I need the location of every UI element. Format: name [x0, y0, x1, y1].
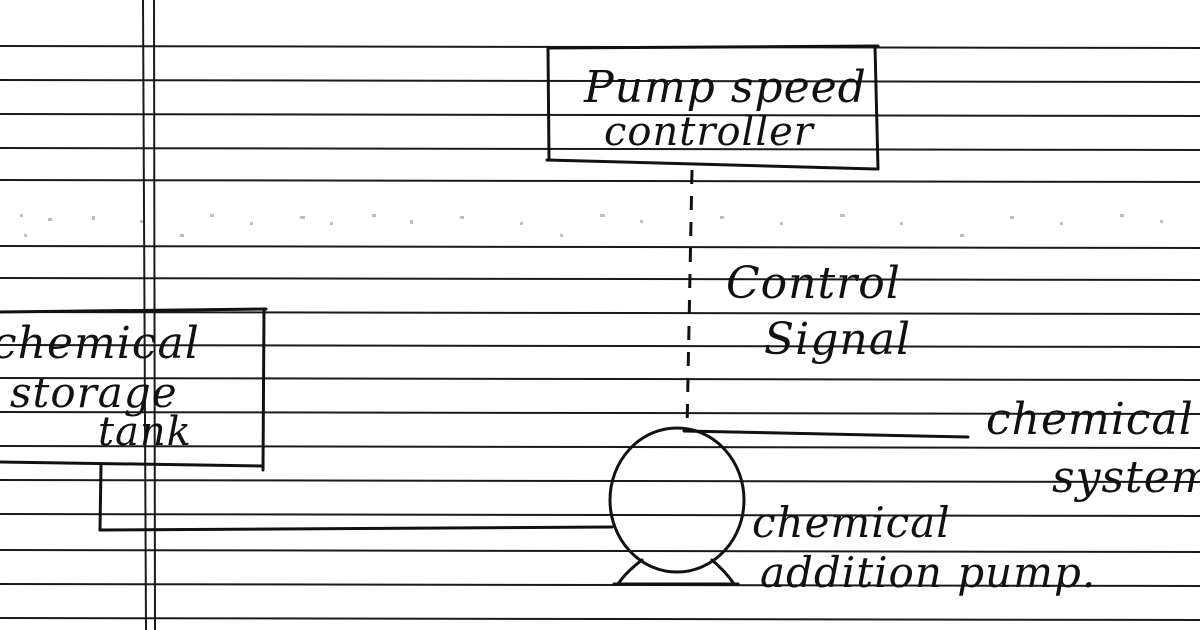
pump-symbol: [608, 426, 746, 586]
rule-line: [0, 445, 1200, 449]
bleed-through-marks: [20, 214, 1163, 237]
control-signal-label-line1: Control: [726, 258, 901, 309]
rule-line: [0, 411, 1200, 415]
controller-box: [545, 44, 880, 171]
rule-line: [0, 277, 1200, 281]
rule-line: [0, 377, 1200, 381]
controller-label-line2: controller: [604, 109, 814, 155]
rule-line: [0, 79, 1200, 83]
storage-tank-label-line3: tank: [98, 409, 192, 455]
control-signal-line: [685, 169, 694, 431]
rule-line: [0, 113, 1200, 117]
margin-line: [142, 0, 147, 630]
feed-pipe: [98, 464, 614, 532]
storage-tank-label-line2: storage: [10, 368, 178, 417]
storage-tank-label-line1: chemical: [0, 318, 200, 369]
rule-line: [0, 549, 1200, 553]
rule-line: [0, 583, 1200, 587]
rule-line: [0, 344, 1200, 348]
system-line: [682, 429, 970, 439]
controller-label-line1: Pump speed: [584, 62, 867, 113]
pump-label-line2: addition pump.: [760, 548, 1097, 597]
chemical-system-label-line2: system: [1052, 452, 1200, 503]
rule-line: [0, 479, 1200, 483]
storage-tank-box: [0, 307, 268, 472]
rule-line: [0, 311, 1200, 315]
rule-line: [0, 617, 1200, 621]
control-signal-label-line2: Signal: [764, 314, 912, 365]
ruled-lines: [0, 45, 1200, 621]
rule-line: [0, 513, 1200, 517]
margin-line: [153, 0, 156, 630]
pump-label-line1: chemical: [752, 498, 951, 547]
rule-line: [0, 245, 1200, 249]
rule-line: [0, 147, 1200, 151]
chemical-system-label-line1: chemical: [986, 394, 1194, 445]
margin-lines: [142, 0, 156, 630]
rule-line: [0, 179, 1200, 183]
